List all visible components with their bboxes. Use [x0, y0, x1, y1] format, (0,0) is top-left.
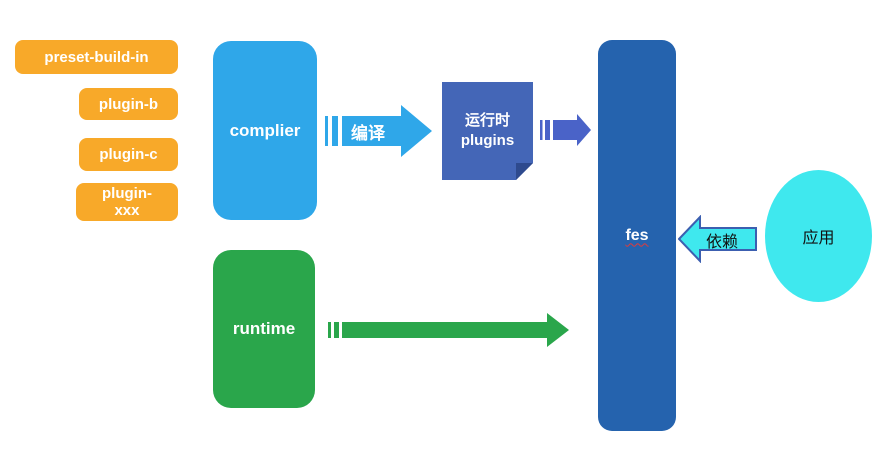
node-plugin-c: plugin-c	[79, 138, 178, 171]
compile-arrow-label: 编译	[351, 123, 385, 143]
compile-arrow-icon	[325, 105, 432, 157]
node-fes: fes	[598, 40, 676, 431]
node-app-label: 应用	[802, 230, 835, 247]
folded-note-icon	[442, 82, 533, 180]
depends-arrow-icon	[678, 215, 757, 263]
plugins-to-fes-arrow-icon	[540, 114, 591, 146]
node-plugin-b: plugin-b	[79, 88, 178, 120]
runtime-to-fes-arrow-icon	[328, 313, 569, 347]
node-preset-build-in: preset-build-in	[15, 40, 178, 74]
node-runtime-plugins-label: 运行时 plugins	[460, 112, 515, 149]
node-plugin-b-label: plugin-b	[98, 95, 159, 113]
depends-arrow-label: 依赖	[705, 233, 738, 251]
node-compiler: complier	[213, 41, 317, 220]
node-compiler-label: complier	[229, 120, 301, 140]
node-plugin-xxx: plugin- xxx	[76, 183, 178, 221]
node-fes-label: fes	[625, 226, 649, 244]
node-preset-build-in-label: preset-build-in	[44, 48, 149, 66]
node-runtime: runtime	[213, 250, 315, 408]
node-app: 应用	[765, 170, 872, 302]
node-plugin-xxx-label: plugin- xxx	[102, 185, 152, 219]
node-plugin-c-label: plugin-c	[99, 146, 158, 163]
node-runtime-label: runtime	[232, 319, 296, 338]
node-runtime-plugins: 运行时 plugins	[442, 82, 533, 180]
